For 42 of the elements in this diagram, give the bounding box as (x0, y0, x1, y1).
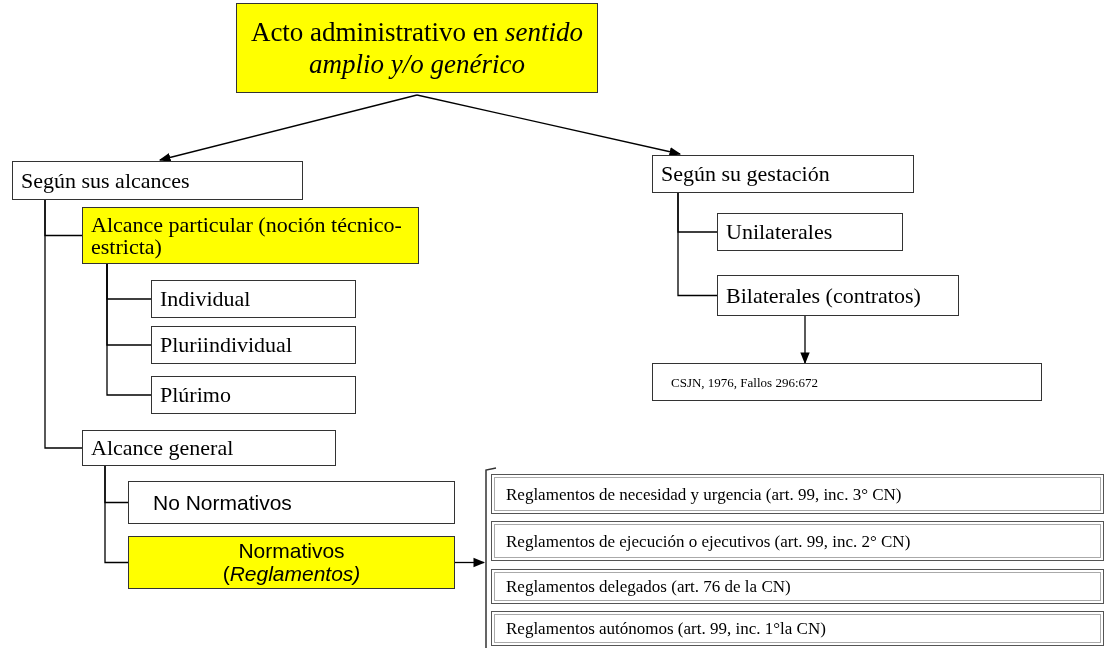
title-box (236, 3, 598, 93)
category-box (128, 481, 455, 524)
arrow (416, 94, 682, 157)
node-text: Alcance particular (noción técnico-estricta) (91, 213, 403, 258)
node-text: Pluriindividual (160, 334, 292, 356)
node-text: Unilaterales (726, 221, 833, 243)
node-text: Acto administrativo en sentido amplio y/o genérico (249, 15, 585, 81)
category-box (717, 213, 903, 251)
arrow (454, 557, 486, 568)
category-box (82, 430, 336, 466)
category-box (491, 521, 1104, 561)
category-box (151, 376, 356, 414)
node-text: CSJN, 1976, Fallos 296:672 (671, 375, 818, 389)
category-box (491, 474, 1104, 514)
node-text: Plúrimo (160, 384, 231, 406)
node-text: Normativos (Reglamentos) (222, 540, 361, 585)
node-text: Reglamentos autónomos (art. 99, inc. 1°la CN) (506, 620, 826, 637)
arrow (158, 94, 418, 162)
connector-line (106, 263, 152, 396)
node-text: Reglamentos delegados (art. 76 de la CN) (506, 578, 791, 595)
connector-line (677, 192, 718, 297)
node-text: Individual (160, 288, 251, 310)
category-box (491, 611, 1104, 646)
category-box (151, 280, 356, 318)
category-box (491, 569, 1104, 604)
node-text: Reglamentos de necesidad y urgencia (art. 99, inc. 3° CN) (506, 485, 902, 503)
category-box (652, 155, 914, 193)
node-text: Según su gestación (661, 163, 830, 185)
arrow (800, 315, 810, 365)
node-text: Bilaterales (contratos) (726, 284, 921, 307)
category-box (151, 326, 356, 364)
category-box (82, 207, 419, 264)
connector-line (104, 465, 129, 564)
category-box (12, 161, 303, 200)
node-text: Según sus alcances (21, 169, 190, 192)
node-text: Alcance general (91, 437, 234, 459)
category-box (652, 363, 1042, 401)
node-text: No Normativos (153, 492, 292, 513)
node-text: Reglamentos de ejecución o ejecutivos (art. 99, inc. 2° CN) (506, 532, 911, 550)
category-box (717, 275, 959, 316)
category-box (128, 536, 455, 589)
connector-line (44, 199, 83, 449)
